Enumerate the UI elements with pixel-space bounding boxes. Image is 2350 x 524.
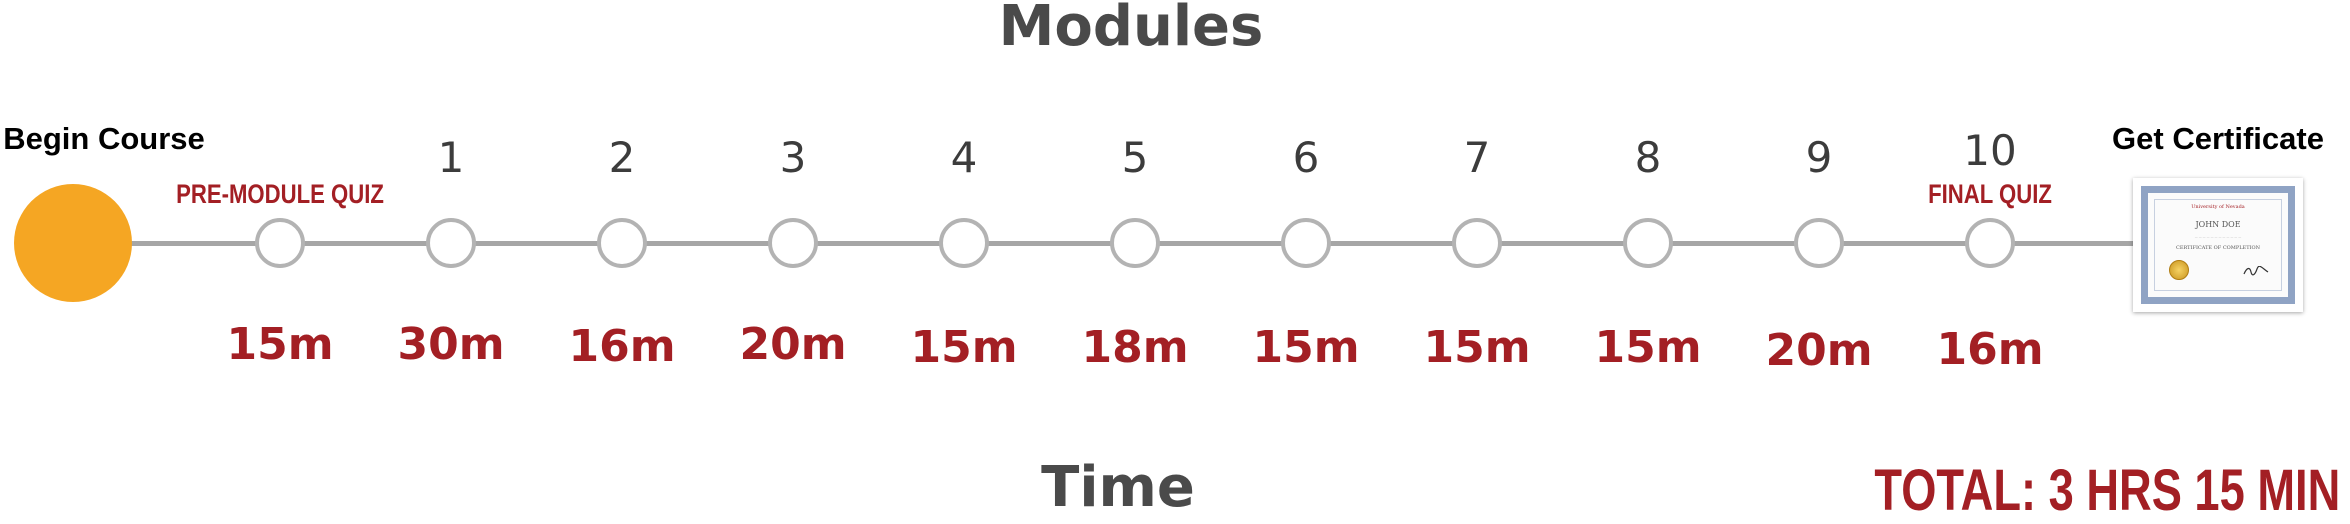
module-node (597, 218, 647, 268)
module-node (1281, 218, 1331, 268)
module-number: 8 (1634, 133, 1662, 182)
module-number: 7 (1463, 133, 1491, 182)
total-duration: TOTAL: 3 HRS 15 MIN (1874, 458, 2340, 523)
module-node (426, 218, 476, 268)
certificate-name: JOHN DOE (2195, 220, 2241, 229)
certificate-brand: University of Nevada (2191, 204, 2245, 210)
module-number: 10 (1963, 126, 2017, 175)
gold-seal-icon (2169, 260, 2189, 280)
begin-course-label: Begin Course (3, 121, 205, 156)
module-number: 6 (1292, 133, 1320, 182)
module-number: 9 (1805, 133, 1833, 182)
modules-title: Modules (998, 0, 1264, 59)
module-duration: 20m (739, 319, 847, 370)
module-number: 1 (437, 133, 465, 182)
module-node (1965, 218, 2015, 268)
module-duration: 16m (568, 321, 676, 372)
module-node (1452, 218, 1502, 268)
module-duration: 15m (910, 322, 1018, 373)
module-node (1794, 218, 1844, 268)
module-node (255, 218, 305, 268)
timeline-track (70, 241, 2140, 246)
certificate-heading: CERTIFICATE OF COMPLETION (2176, 245, 2260, 251)
module-duration: 20m (1765, 325, 1873, 376)
module-duration: 15m (1252, 322, 1360, 373)
certificate-image: University of Nevada JOHN DOE — — — — — … (2133, 178, 2303, 312)
quiz-tag: FINAL QUIZ (1928, 179, 2052, 209)
module-duration: 15m (1423, 322, 1531, 373)
quiz-tag: PRE-MODULE QUIZ (176, 179, 384, 209)
get-certificate-label: Get Certificate (2112, 121, 2324, 156)
begin-course-dot (14, 184, 132, 302)
module-number: 4 (950, 133, 978, 182)
module-node (768, 218, 818, 268)
module-number: 2 (608, 133, 636, 182)
time-axis-label: Time (1041, 455, 1195, 520)
module-duration: 15m (1594, 322, 1702, 373)
module-number: 5 (1121, 133, 1149, 182)
module-node (939, 218, 989, 268)
module-node (1110, 218, 1160, 268)
module-duration: 18m (1081, 322, 1189, 373)
module-duration: 30m (397, 319, 505, 370)
module-node (1623, 218, 1673, 268)
module-duration: 15m (226, 319, 334, 370)
signature-icon (2243, 266, 2269, 276)
module-number: 3 (779, 133, 807, 182)
module-duration: 16m (1936, 324, 2044, 375)
